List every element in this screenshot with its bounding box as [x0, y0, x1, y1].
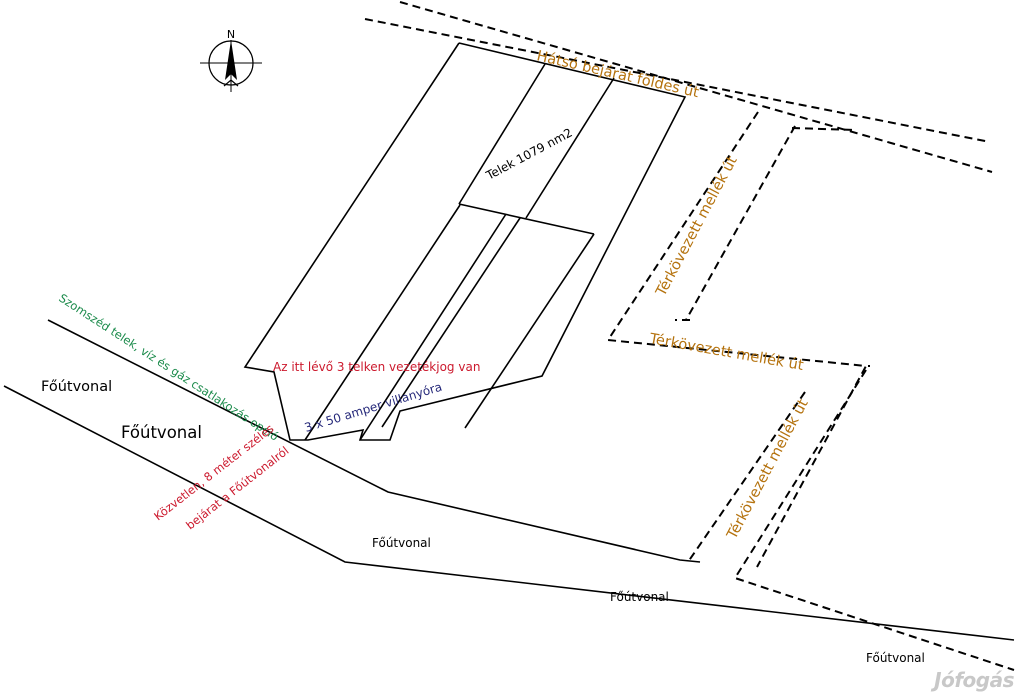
watermark-logo: Jófogás — [934, 668, 1014, 692]
dashed-access-roads — [364, 1, 1015, 671]
main-road-label-2: Főútvonal — [121, 423, 202, 442]
main-road-label-4: Főútvonal — [610, 590, 669, 604]
right-of-way-label: Az itt lévő 3 telken vezetékjog van — [273, 360, 480, 374]
side-road-label-1: Térkövezett mellék út — [653, 153, 741, 299]
plot-outlines — [243, 42, 687, 441]
back-entrance-label: Hátsó bejárat földes út — [535, 48, 701, 101]
main-road-label-1: Főútvonal — [41, 379, 112, 395]
north-arrow-compass-icon: N — [200, 28, 262, 92]
main-road-label-5: Főútvonal — [866, 651, 925, 665]
electric-meter-label: 3 x 50 amper villanyóra — [303, 380, 444, 435]
main-road-label-3: Főútvonal — [372, 536, 431, 550]
side-road-label-3: Térkövezett mellék út — [724, 396, 812, 542]
compass-north-letter: N — [227, 28, 235, 41]
side-road-label-2: Térkövezett mellék út — [647, 331, 805, 374]
plot-area-label: Telek 1079 nm2 — [483, 125, 575, 183]
main-road-lines — [3, 319, 1015, 641]
